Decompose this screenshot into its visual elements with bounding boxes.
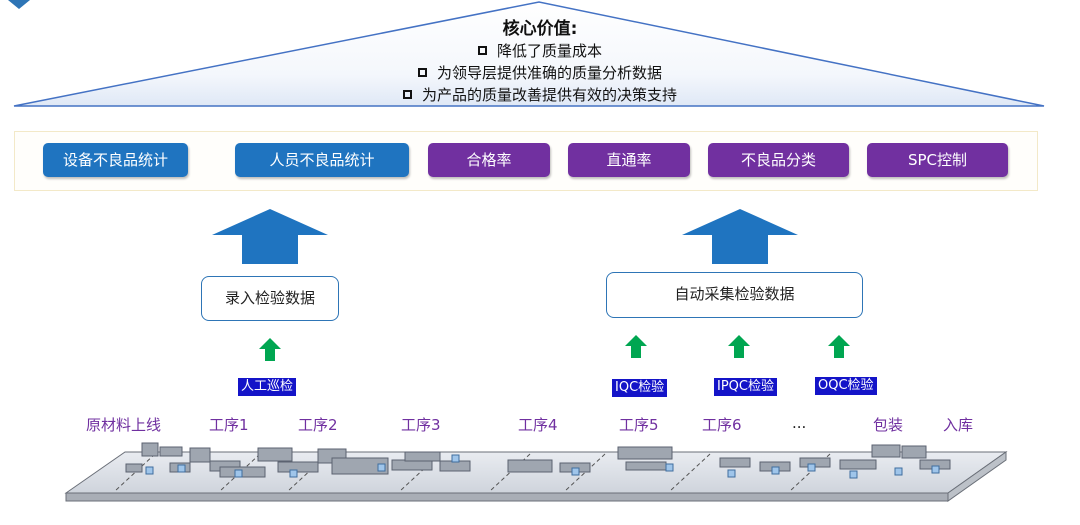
core-value-roof — [13, 1, 1045, 107]
core-value-item: 为产品的质量改善提供有效的决策支持 — [0, 84, 1080, 105]
core-value-item: 降低了质量成本 — [0, 40, 1080, 61]
green-up-arrow-icon — [828, 335, 850, 358]
operator-markers — [145, 454, 940, 479]
process-label: 工序5 — [619, 416, 659, 434]
green-up-arrow-icon — [728, 335, 750, 358]
inspection-iqc: IQC检验 — [612, 379, 668, 397]
green-up-arrow-icon — [259, 338, 281, 361]
auto-collect-box: 自动采集检验数据 — [606, 272, 863, 318]
checkbox-icon — [417, 68, 427, 77]
metric-personnel-defects: 人员不良品统计 — [235, 143, 409, 177]
core-value-item: 为领导层提供准确的质量分析数据 — [0, 62, 1080, 83]
inspection-manual: 人工巡检 — [238, 378, 297, 396]
manual-entry-box: 录入检验数据 — [201, 276, 339, 321]
process-label: 包装 — [873, 416, 904, 434]
process-label: 工序2 — [298, 416, 338, 434]
process-label: 工序4 — [518, 416, 558, 434]
up-arrow-icon — [682, 209, 798, 264]
metric-pass-rate: 合格率 — [428, 143, 550, 177]
inspection-ipqc: IPQC检验 — [714, 378, 777, 396]
checkbox-icon — [477, 46, 487, 55]
metric-spc-control: SPC控制 — [867, 143, 1008, 177]
process-label: 入库 — [943, 416, 974, 434]
core-value-title: 核心价值: — [502, 19, 578, 39]
corner-marker — [8, 0, 30, 9]
metric-defect-classification: 不良品分类 — [708, 143, 849, 177]
checkbox-icon — [402, 90, 412, 99]
process-label: 原材料上线 — [86, 416, 162, 434]
metric-first-pass-rate: 直通率 — [568, 143, 690, 177]
process-label: 工序6 — [702, 416, 742, 434]
green-up-arrow-icon — [625, 335, 647, 358]
metric-equipment-defects: 设备不良品统计 — [43, 143, 188, 177]
process-label: 工序3 — [401, 416, 441, 434]
production-line-platform — [64, 442, 1008, 502]
process-label: 工序1 — [209, 416, 249, 434]
inspection-oqc: OQC检验 — [815, 377, 877, 395]
up-arrow-icon — [212, 209, 328, 264]
process-label: ... — [792, 414, 807, 432]
